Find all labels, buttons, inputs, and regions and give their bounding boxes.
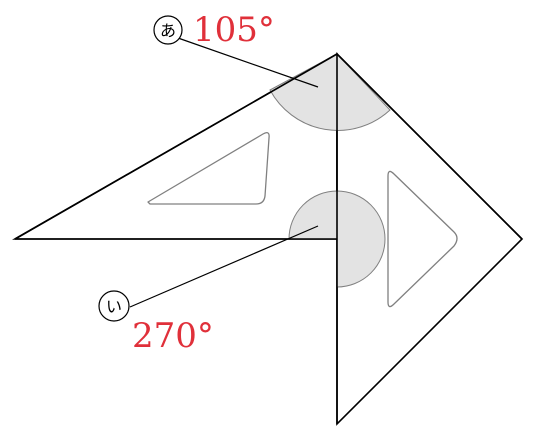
- leader-line-i: [129, 225, 319, 308]
- label-a-marker: あ: [160, 21, 176, 40]
- left-triangle-hyp-edge: [14, 53, 338, 240]
- label-a-angle: 105°: [193, 10, 275, 50]
- label-a: あ 105°: [153, 10, 275, 50]
- angle-sector-i: [288, 190, 386, 288]
- right-triangle-upper-edge: [336, 53, 523, 240]
- label-i-marker: い: [106, 297, 122, 316]
- label-a-circle: [153, 15, 183, 45]
- right-triangle-cutout: [387, 170, 458, 308]
- angle-sector-a: [269, 53, 391, 131]
- leader-line-a: [177, 37, 319, 88]
- left-triangle-cutout: [147, 132, 270, 205]
- label-i: い 270°: [98, 290, 214, 356]
- label-i-circle: [98, 290, 130, 322]
- label-i-angle: 270°: [132, 316, 214, 356]
